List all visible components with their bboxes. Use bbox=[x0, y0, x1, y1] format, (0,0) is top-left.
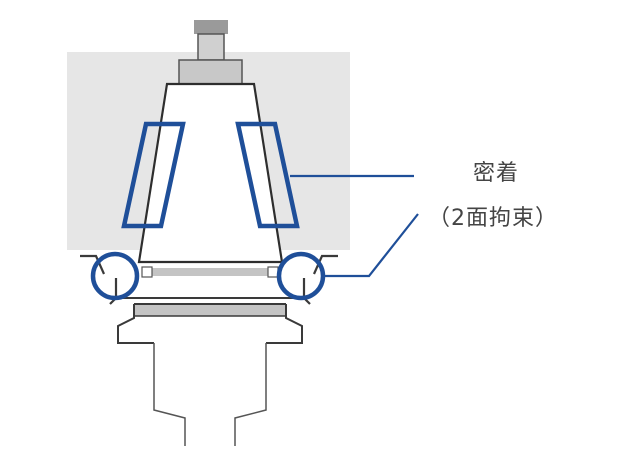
annotation-two-face-label: （2面拘束） bbox=[428, 206, 558, 231]
annotation-contact-label: 密着 bbox=[473, 161, 520, 186]
flange bbox=[116, 266, 304, 344]
leader-line-face bbox=[323, 213, 419, 278]
tool-shank bbox=[153, 343, 267, 446]
face-contact-left bbox=[90, 251, 140, 301]
pull-stud bbox=[178, 20, 243, 85]
taper-contact-right bbox=[235, 121, 300, 229]
face-contact-right bbox=[276, 251, 326, 301]
taper-contact-left bbox=[121, 121, 186, 229]
